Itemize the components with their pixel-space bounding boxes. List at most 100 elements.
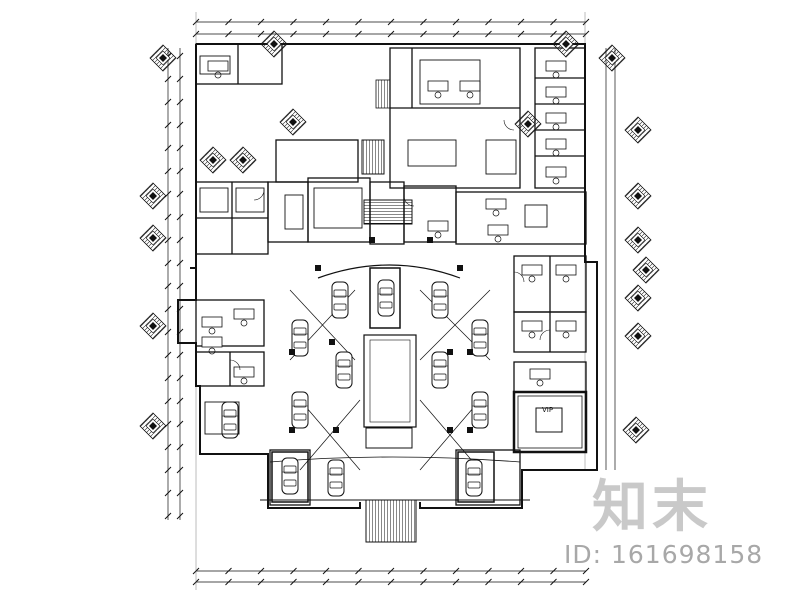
car-icon [327, 459, 345, 497]
plant-symbols [139, 30, 660, 444]
dimension-tick [452, 18, 460, 26]
meeting-furniture [199, 55, 548, 435]
column-marker [369, 237, 375, 243]
dimension-tick [290, 567, 297, 575]
plant-icon [622, 416, 650, 444]
plant-icon [229, 146, 257, 174]
dimension-tick [176, 397, 184, 405]
car-icon [471, 319, 489, 357]
dimension-tick [582, 18, 590, 26]
column-marker [289, 427, 295, 433]
dimension-tick [387, 567, 395, 575]
vip-label: VIP [542, 406, 553, 414]
dimension-tick [517, 567, 525, 575]
dimension-tick [452, 567, 460, 575]
plant-icon [624, 322, 652, 350]
column-marker [427, 237, 433, 243]
desk-icon [529, 368, 551, 387]
plant-icon [260, 30, 288, 58]
desk-icon [555, 264, 577, 283]
dimension-tick [164, 397, 172, 405]
vip-room: VIP [512, 390, 588, 454]
dimension-tick [485, 30, 492, 38]
dimension-tick [164, 374, 172, 382]
column-marker [329, 339, 335, 345]
dimension-tick [164, 167, 172, 175]
desk-icon [459, 80, 481, 99]
plant-icon [139, 224, 167, 252]
desk-icon [521, 264, 543, 283]
plant-icon [624, 284, 652, 312]
dimension-tick [420, 578, 427, 586]
dimension-tick [517, 18, 525, 26]
desk-icon [233, 366, 255, 385]
dimension-tick [355, 578, 362, 586]
dimension-tick [452, 30, 460, 38]
desk-icon [201, 316, 223, 335]
dimension-tick [322, 18, 330, 26]
plant-icon [139, 182, 167, 210]
interior-walls [195, 43, 587, 506]
desk-icon [427, 220, 449, 239]
desk-icon [485, 198, 507, 217]
stairs [361, 79, 417, 543]
column-marker [467, 427, 473, 433]
dimension-tick [452, 578, 460, 586]
dimension-tick [322, 30, 330, 38]
dimension-tick [387, 18, 395, 26]
showroom-cars [221, 279, 489, 497]
column-marker [333, 427, 339, 433]
structural-columns [289, 237, 473, 433]
dimension-tick [355, 567, 362, 575]
dimension-tick [322, 567, 330, 575]
dimension-tick [164, 144, 172, 152]
building-walls [177, 43, 598, 509]
dimension-tick [176, 190, 184, 198]
car-icon [431, 281, 449, 319]
dimension-tick [225, 578, 232, 586]
dimension-tick [290, 578, 297, 586]
dimension-tick [517, 30, 525, 38]
dimension-tick [164, 328, 172, 336]
dimension-tick [176, 443, 184, 451]
dimension-tick [176, 144, 184, 152]
car-icon [221, 401, 239, 439]
dimension-tick [176, 374, 184, 382]
plant-icon [552, 30, 580, 58]
dimension-tick [176, 351, 184, 359]
desk-icon [545, 138, 567, 157]
dimension-tick [225, 567, 232, 575]
column-marker [289, 349, 295, 355]
dimension-tick [164, 75, 172, 83]
dimension-tick [164, 489, 172, 497]
dimension-tick [420, 18, 427, 26]
dimension-tick [164, 213, 172, 221]
dimension-tick [164, 305, 172, 313]
dimension-tick [176, 52, 184, 60]
dimension-tick [176, 282, 184, 290]
column-marker [447, 427, 453, 433]
dimension-tick [387, 30, 395, 38]
car-icon [335, 351, 353, 389]
desk-icon [545, 166, 567, 185]
dimension-tick [290, 18, 297, 26]
dimension-tick [485, 567, 492, 575]
dimension-tick [322, 578, 330, 586]
dimension-tick [176, 213, 184, 221]
desk-icon [555, 320, 577, 339]
watermark-brand: 知末 [592, 475, 712, 540]
desk-icon [521, 320, 543, 339]
car-icon [471, 391, 489, 429]
column-marker [447, 349, 453, 355]
plant-icon [624, 182, 652, 210]
car-icon [281, 457, 299, 495]
watermark-id: ID: 161698158 [564, 540, 764, 569]
plant-icon [624, 226, 652, 254]
dimension-tick [176, 489, 184, 497]
desk-icon [487, 224, 509, 243]
dimension-tick [164, 236, 172, 244]
column-marker [457, 265, 463, 271]
car-icon [431, 351, 449, 389]
car-icon [291, 391, 309, 429]
